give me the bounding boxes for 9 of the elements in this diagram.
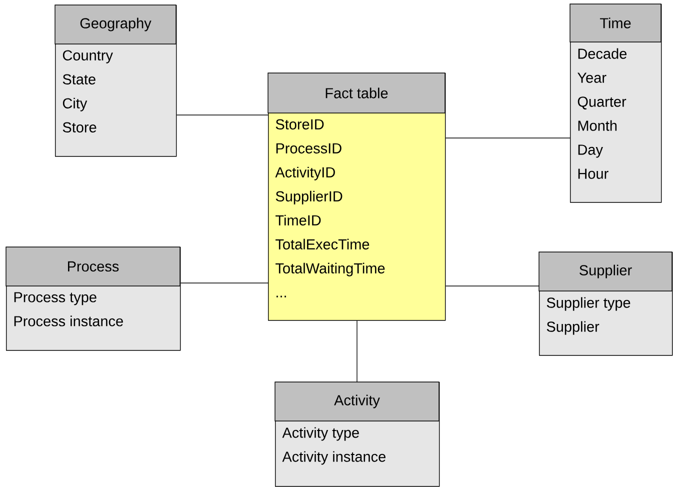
connector-line [180,282,268,284]
table-box: Time Decade Year Quarter Month Day Hour [570,4,662,203]
connector-line [356,320,358,382]
connector-line [176,114,268,116]
table-box: Supplier Supplier type Supplier [538,252,673,356]
table-box: Geography Country State City Store [54,4,177,157]
table-box: Activity Activity type Activity instance [274,382,440,487]
table-box: Fact table StoreID ProcessID ActivityID SupplierID TimeID TotalExecTime TotalWaitingTime ... [268,72,446,321]
table-box: Process Process type Process instance [6,246,181,351]
